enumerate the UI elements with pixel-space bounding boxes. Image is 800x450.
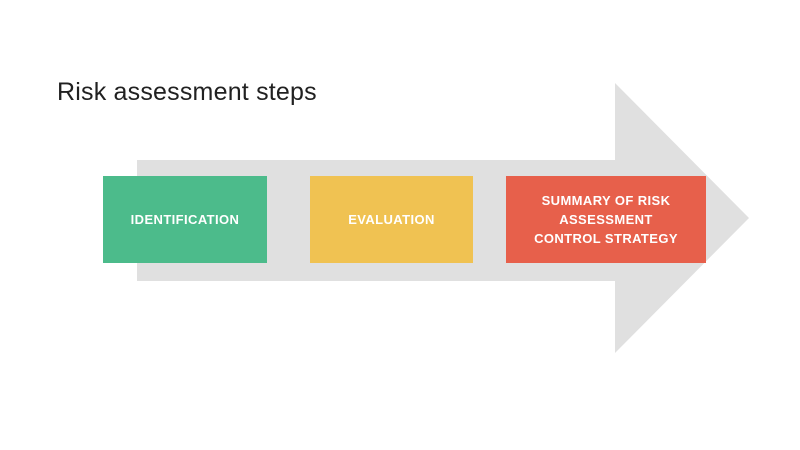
step-label-summary: SUMMARY OF RISK ASSESSMENT CONTROL STRAT… (534, 193, 678, 246)
step-box-evaluation: EVALUATION (310, 176, 473, 263)
step-label-identification: IDENTIFICATION (130, 212, 240, 227)
step-box-identification: IDENTIFICATION (103, 176, 267, 263)
step-label-evaluation: EVALUATION (348, 212, 435, 227)
slide-title: Risk assessment steps (57, 78, 317, 106)
step-box-summary-of-risk-assessment-control-strategy: SUMMARY OF RISK ASSESSMENT CONTROL STRAT… (506, 176, 706, 263)
